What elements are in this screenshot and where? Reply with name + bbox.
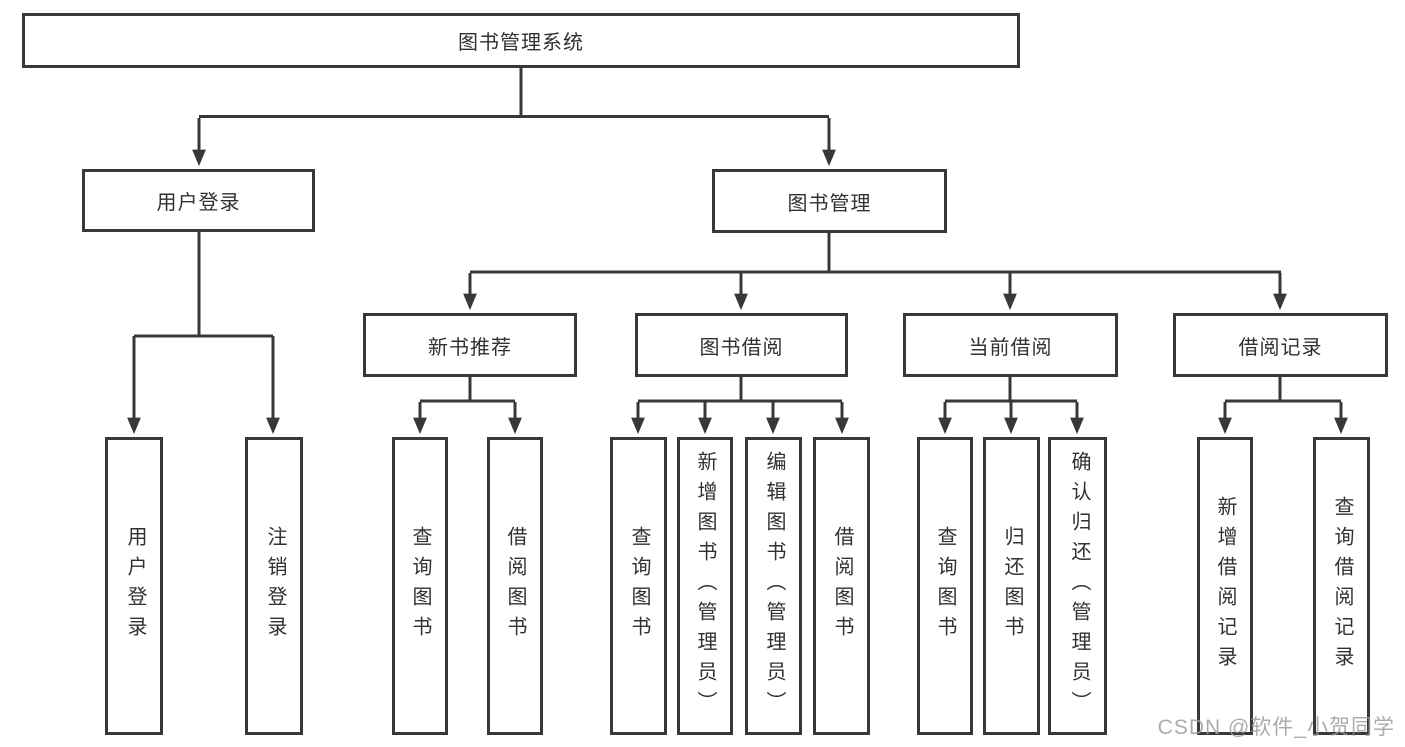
node-book-borrowing: 图书借阅 [635,313,848,377]
node-root-system: 图书管理系统 [22,13,1020,68]
leaf-user-login: 用户登录 [105,437,163,735]
leaf-return-books: 归还图书 [983,437,1040,735]
leaf-logout: 注销登录 [245,437,303,735]
leaf-query-books-borrowing: 查询图书 [610,437,667,735]
node-borrowing-records: 借阅记录 [1173,313,1388,377]
node-user-login-branch: 用户登录 [82,169,315,232]
node-book-management-branch: 图书管理 [712,169,947,233]
leaf-edit-books-admin: 编辑图书（管理员） [745,437,802,735]
leaf-query-borrow-record: 查询借阅记录 [1313,437,1370,735]
node-current-borrowing: 当前借阅 [903,313,1118,377]
watermark-text: CSDN @软件_小贺同学 [1157,716,1395,739]
leaf-query-books-current: 查询图书 [917,437,973,735]
leaf-add-books-admin: 新增图书（管理员） [677,437,733,735]
node-new-book-recommend: 新书推荐 [363,313,577,377]
leaf-borrow-books-borrowing: 借阅图书 [813,437,870,735]
leaf-borrow-books-recommend: 借阅图书 [487,437,543,735]
leaf-query-books-recommend: 查询图书 [392,437,448,735]
leaf-add-borrow-record: 新增借阅记录 [1197,437,1253,735]
leaf-confirm-return-admin: 确认归还（管理员） [1048,437,1107,735]
